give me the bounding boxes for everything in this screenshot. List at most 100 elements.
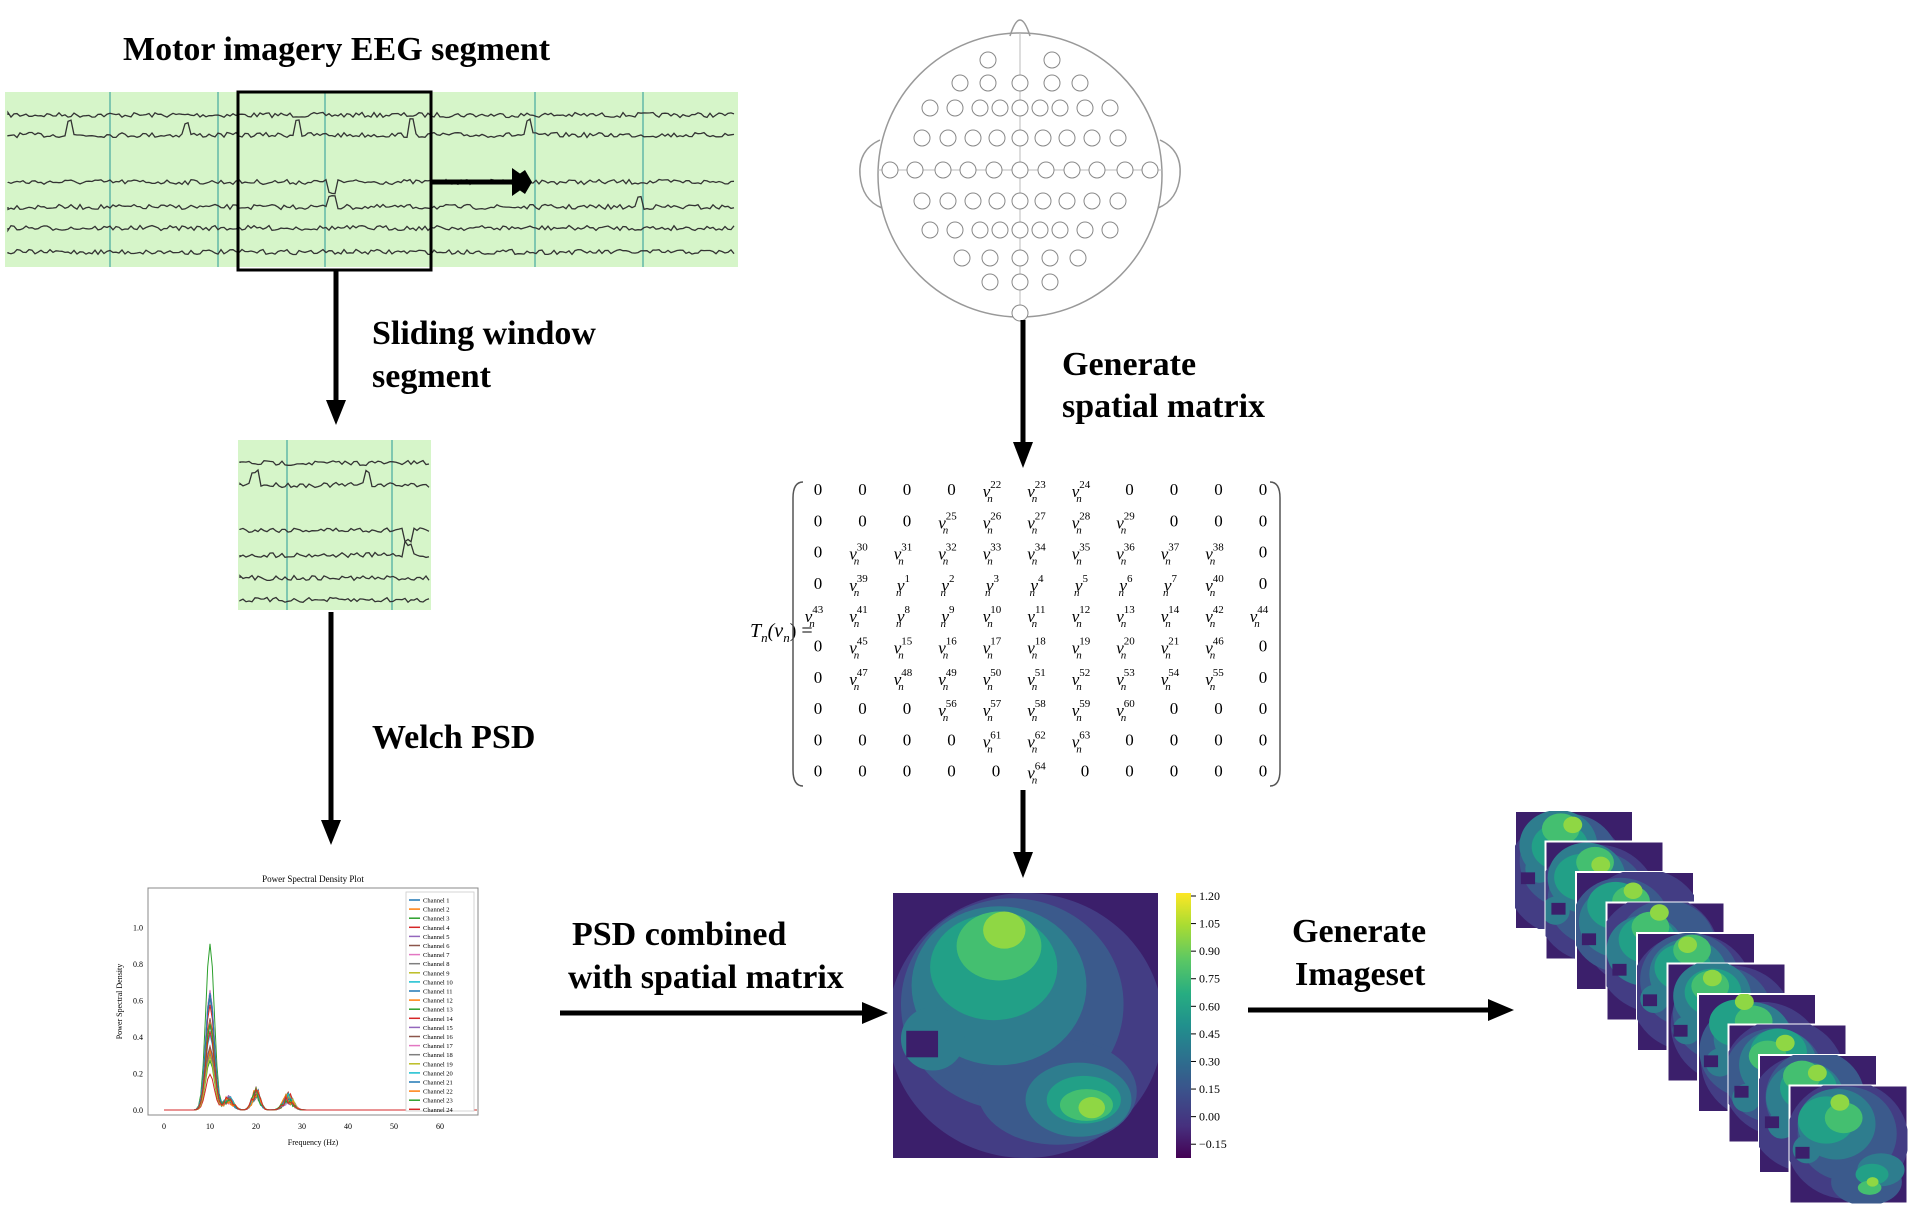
heatmap-contour bbox=[1649, 904, 1669, 921]
matrix-zero: 0 bbox=[903, 699, 912, 718]
matrix-zero: 0 bbox=[1214, 762, 1223, 781]
eeg-strip bbox=[5, 90, 738, 272]
electrode-marker bbox=[921, 221, 939, 239]
eeg-trace bbox=[239, 539, 430, 559]
matrix-zero: 0 bbox=[1259, 574, 1268, 593]
right-bracket bbox=[1269, 481, 1281, 787]
arrow-psd-to-heatmap bbox=[560, 1002, 888, 1024]
eeg-trace bbox=[7, 110, 735, 119]
heatmap-contour bbox=[1623, 882, 1643, 900]
matrix-zero: 0 bbox=[903, 730, 912, 749]
matrix-zero: 0 bbox=[1170, 730, 1179, 749]
electrode-marker bbox=[1076, 221, 1094, 239]
electrode-marker bbox=[881, 161, 899, 179]
matrix-zero: 0 bbox=[814, 480, 823, 499]
electrode-marker bbox=[1011, 161, 1029, 179]
psd-y-tick: 0.0 bbox=[133, 1106, 143, 1115]
matrix-zero: 0 bbox=[858, 730, 867, 749]
electrode-marker bbox=[964, 129, 982, 147]
electrode-marker bbox=[985, 161, 1003, 179]
matrix-zero: 0 bbox=[947, 730, 956, 749]
arrow-down-2 bbox=[321, 612, 341, 845]
electrode-marker bbox=[1011, 273, 1029, 291]
psd-legend-entry: Channel 15 bbox=[423, 1025, 453, 1032]
colorbar-tick-label: 0.75 bbox=[1199, 972, 1220, 986]
colorbar-tick-label: 1.05 bbox=[1199, 917, 1220, 931]
colorbar-tick-label: 0.00 bbox=[1199, 1110, 1220, 1124]
electrode-marker bbox=[971, 221, 989, 239]
psd-legend-entry: Channel 10 bbox=[423, 979, 453, 986]
matrix-zero: 0 bbox=[1259, 480, 1268, 499]
electrode-marker bbox=[1031, 221, 1049, 239]
matrix-zero: 0 bbox=[947, 480, 956, 499]
heatmap-contour bbox=[1673, 1024, 1688, 1037]
generate-spatial-label-line2: spatial matrix bbox=[1062, 388, 1266, 425]
matrix-zero: 0 bbox=[1259, 543, 1268, 562]
electrode-marker bbox=[1051, 99, 1069, 117]
eeg-trace bbox=[7, 195, 735, 211]
electrode-marker bbox=[1071, 74, 1089, 92]
psd-legend-entry: Channel 8 bbox=[423, 961, 450, 968]
electrode-marker bbox=[1088, 161, 1106, 179]
psd-x-tick: 50 bbox=[390, 1122, 398, 1131]
matrix-zero: 0 bbox=[1259, 511, 1268, 530]
eeg-trace bbox=[7, 178, 735, 195]
electrode-marker bbox=[988, 129, 1006, 147]
electrode-marker bbox=[964, 192, 982, 210]
psd-legend-entry: Channel 12 bbox=[423, 998, 453, 1005]
colorbar-tick-label: 0.60 bbox=[1199, 999, 1220, 1013]
imageset-stack bbox=[1514, 810, 1908, 1205]
matrix-zero: 0 bbox=[1214, 480, 1223, 499]
electrode-marker bbox=[1076, 99, 1094, 117]
colorbar-tick-label: 0.45 bbox=[1199, 1027, 1220, 1041]
heatmap-contour bbox=[1734, 994, 1754, 1010]
heatmap-contour bbox=[1866, 1177, 1879, 1187]
heatmap-contour bbox=[1807, 1064, 1827, 1082]
electrode-marker bbox=[946, 221, 964, 239]
psd-combined-label-line1: PSD combined bbox=[572, 916, 787, 953]
psd-title: Power Spectral Density Plot bbox=[262, 874, 364, 884]
heatmap-contour bbox=[1764, 1116, 1780, 1129]
matrix-zero: 0 bbox=[1170, 762, 1179, 781]
psd-y-tick: 0.4 bbox=[133, 1033, 143, 1042]
psd-combined-label-line2: with spatial matrix bbox=[568, 959, 844, 996]
electrode-marker bbox=[1109, 192, 1127, 210]
electrode-marker bbox=[991, 221, 1009, 239]
electrode-marker bbox=[1101, 221, 1119, 239]
matrix-zero: 0 bbox=[1125, 730, 1134, 749]
sliding-window-label-line1: Sliding window bbox=[372, 315, 596, 352]
psd-y-tick: 0.2 bbox=[133, 1070, 143, 1079]
electrode-marker bbox=[946, 99, 964, 117]
psd-legend-entry: Channel 14 bbox=[423, 1016, 454, 1023]
arrow-matrix-to-heatmap bbox=[1013, 790, 1033, 878]
electrode-marker bbox=[1051, 221, 1069, 239]
psd-legend-entry: Channel 6 bbox=[423, 943, 450, 950]
matrix-zero: 0 bbox=[858, 762, 867, 781]
electrode-marker bbox=[991, 99, 1009, 117]
matrix-zero: 0 bbox=[814, 637, 823, 656]
psd-x-tick: 40 bbox=[344, 1122, 352, 1131]
electrode-marker bbox=[1011, 304, 1029, 322]
heatmap-contour bbox=[1734, 1085, 1749, 1098]
heatmap-contour bbox=[1563, 816, 1583, 834]
